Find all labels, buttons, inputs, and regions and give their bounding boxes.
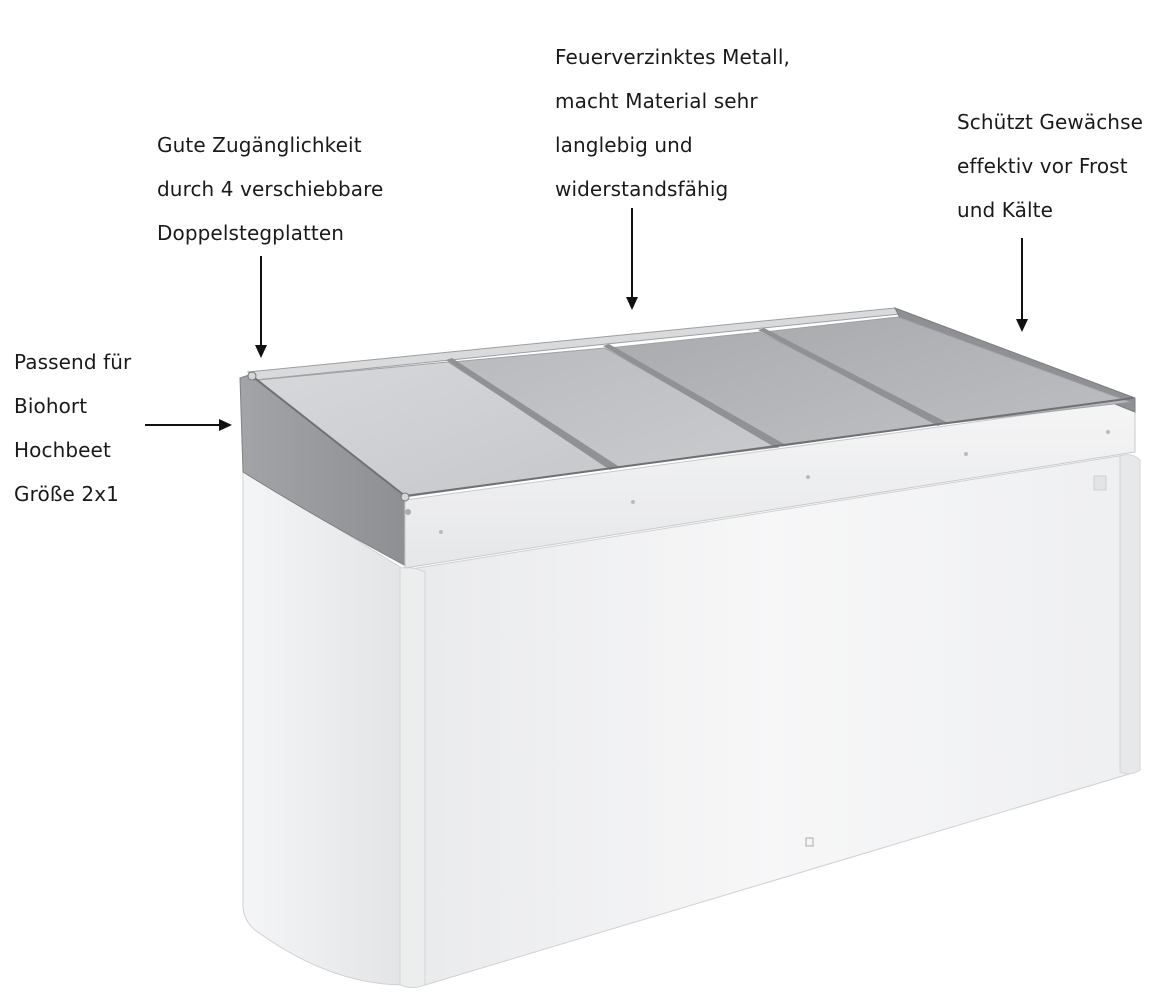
- annotation-material-line: Feuerverzinktes Metall,: [555, 45, 790, 69]
- annotation-fit-line: Größe 2x1: [14, 482, 119, 506]
- annotation-fit: Passend für Biohort Hochbeet Größe 2x1: [14, 340, 131, 516]
- frame-front-band: [404, 399, 1136, 569]
- bed-right-post: [1119, 454, 1141, 775]
- bed-detail-tab: [1093, 475, 1107, 491]
- annotation-access-line: Gute Zugänglichkeit: [157, 133, 362, 157]
- annotation-material-line: widerstandsfähig: [555, 177, 729, 201]
- annotation-fit-line: Hochbeet: [14, 438, 111, 462]
- annotation-fit-line: Passend für: [14, 350, 132, 374]
- annotation-fit-line: Biohort: [14, 394, 88, 418]
- annotation-material-line: macht Material sehr: [555, 89, 758, 113]
- arrow-right-icon: [145, 419, 232, 431]
- annotation-protection-line: effektiv vor Frost: [957, 154, 1128, 178]
- annotation-material: Feuerverzinktes Metall, macht Material s…: [555, 35, 790, 211]
- annotation-protection-line: und Kälte: [957, 198, 1054, 222]
- annotation-access: Gute Zugänglichkeit durch 4 verschiebbar…: [157, 123, 383, 255]
- arrow-down-icon: [1016, 238, 1028, 332]
- annotation-access-line: Doppelstegplatten: [157, 221, 345, 245]
- bed-detail-mark: [805, 837, 814, 847]
- annotation-material-line: langlebig und: [555, 133, 693, 157]
- annotation-protection: Schützt Gewächse effektiv vor Frost und …: [957, 100, 1143, 232]
- arrow-down-icon: [255, 256, 267, 358]
- bed-corner-post: [399, 567, 426, 988]
- annotation-protection-line: Schützt Gewächse: [957, 110, 1143, 134]
- annotation-access-line: durch 4 verschiebbare: [157, 177, 384, 201]
- bed-side-panel: [242, 469, 406, 986]
- arrow-down-icon: [626, 208, 638, 310]
